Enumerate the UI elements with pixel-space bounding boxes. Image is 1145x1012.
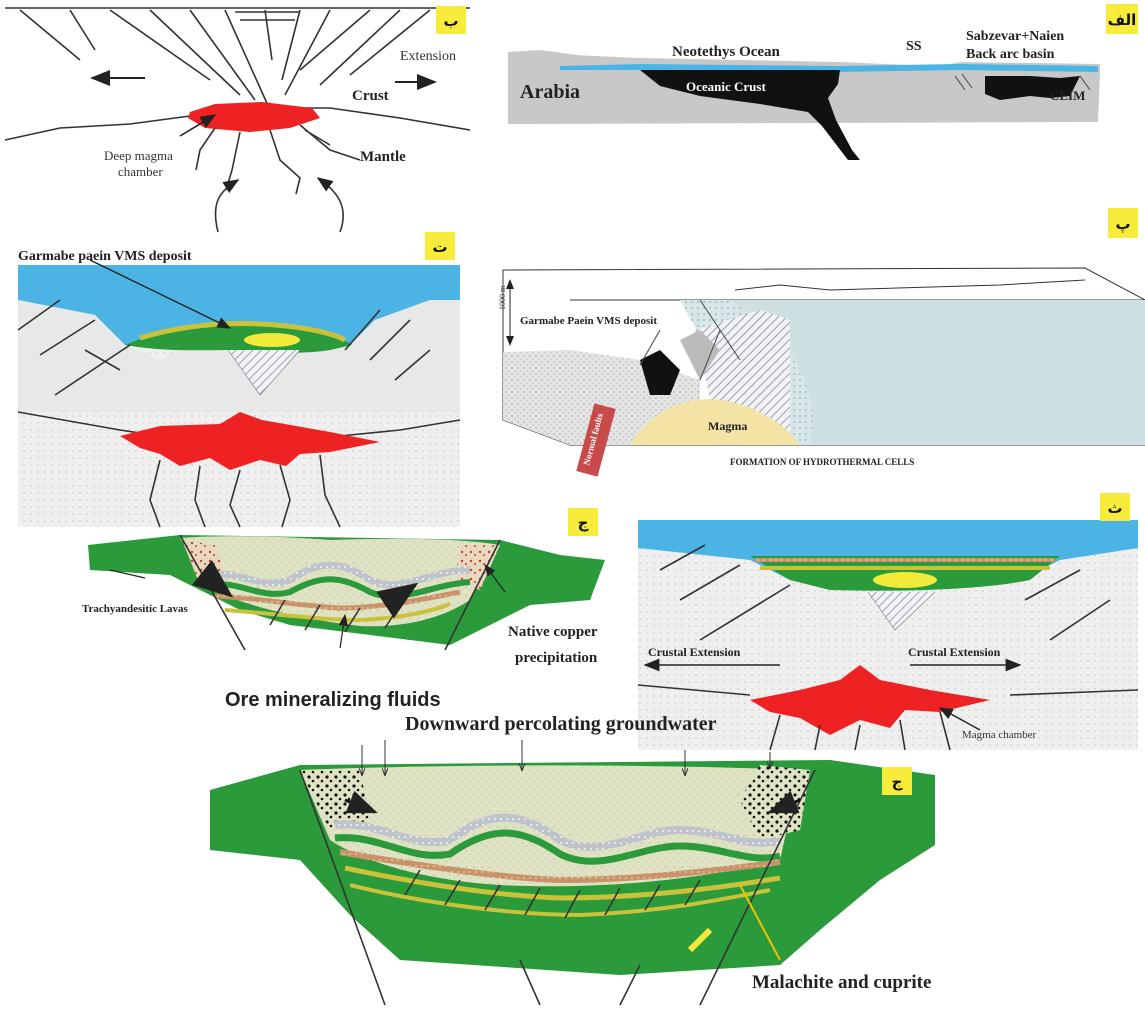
label-ore-fluids: Ore mineralizing fluids bbox=[225, 689, 441, 711]
panel-pe: Normal faults Garmabe Paein VMS deposit … bbox=[498, 208, 1145, 477]
label-arabia: Arabia bbox=[520, 81, 580, 103]
be-magma-chamber bbox=[188, 102, 320, 132]
panel-jim1: Trachyandesitic Lavas Native copper prec… bbox=[82, 508, 605, 711]
panel-te: Garmabe paein VMS deposit ت bbox=[18, 232, 460, 527]
label-ext-left: Crustal Extension bbox=[648, 645, 741, 659]
label-copper-line1: Native copper bbox=[508, 624, 598, 640]
panel-be: Extension Crust Mantle Deep magma chambe… bbox=[5, 6, 470, 232]
label-groundwater: Downward percolating groundwater bbox=[405, 713, 717, 735]
svg-text:الف: الف bbox=[1108, 11, 1137, 29]
tag-jim2: ج bbox=[882, 767, 912, 795]
svg-text:ب: ب bbox=[443, 12, 458, 30]
label-ext-right: Crustal Extension bbox=[908, 645, 1001, 659]
svg-text:ج: ج bbox=[578, 514, 589, 532]
label-neotethys: Neotethys Ocean bbox=[672, 44, 781, 60]
label-oceanic-crust: Oceanic Crust bbox=[686, 79, 766, 94]
tag-se: ث bbox=[1100, 493, 1130, 521]
label-pe-deposit: Garmabe Paein VMS deposit bbox=[520, 315, 657, 327]
label-magma-chamber: Magma chamber bbox=[962, 729, 1037, 741]
label-crust: Crust bbox=[352, 88, 389, 104]
label-backarc-line2: Back arc basin bbox=[966, 47, 1055, 62]
label-malachite: Malachite and cuprite bbox=[752, 972, 931, 993]
label-mantle: Mantle bbox=[360, 149, 406, 165]
label-copper-line2: precipitation bbox=[515, 650, 598, 666]
label-extension: Extension bbox=[400, 49, 456, 64]
label-pe-caption: FORMATION OF HYDROTHERMAL CELLS bbox=[730, 457, 914, 467]
label-deep-magma-1: Deep magma bbox=[104, 148, 173, 163]
label-te-deposit: Garmabe paein VMS deposit bbox=[18, 249, 192, 264]
svg-text:پ: پ bbox=[1115, 215, 1130, 233]
panel-alef: Arabia Neotethys Ocean Oceanic Crust SS … bbox=[508, 4, 1138, 160]
tag-alef: الف bbox=[1106, 4, 1138, 34]
svg-text:ث: ث bbox=[1107, 499, 1122, 517]
label-ss: SS bbox=[906, 39, 922, 54]
label-backarc-line1: Sabzevar+Naien bbox=[966, 29, 1064, 44]
tag-be: ب bbox=[436, 6, 466, 34]
tag-pe: پ bbox=[1108, 208, 1138, 238]
label-ceim: CEIM bbox=[1050, 88, 1085, 103]
panel-jim2: Downward percolating groundwater Malachi… bbox=[210, 713, 935, 1005]
label-scale: 1000 m bbox=[498, 285, 507, 310]
tag-jim1: ج bbox=[568, 508, 598, 536]
panel-se: Crustal Extension Crustal Extension Magm… bbox=[638, 493, 1138, 750]
label-deep-magma-2: chamber bbox=[118, 164, 163, 179]
label-pe-magma: Magma bbox=[708, 419, 747, 433]
tag-te: ت bbox=[425, 232, 455, 260]
svg-text:ج: ج bbox=[892, 773, 903, 791]
svg-text:ت: ت bbox=[432, 238, 447, 256]
label-lavas: Trachyandesitic Lavas bbox=[82, 603, 189, 615]
